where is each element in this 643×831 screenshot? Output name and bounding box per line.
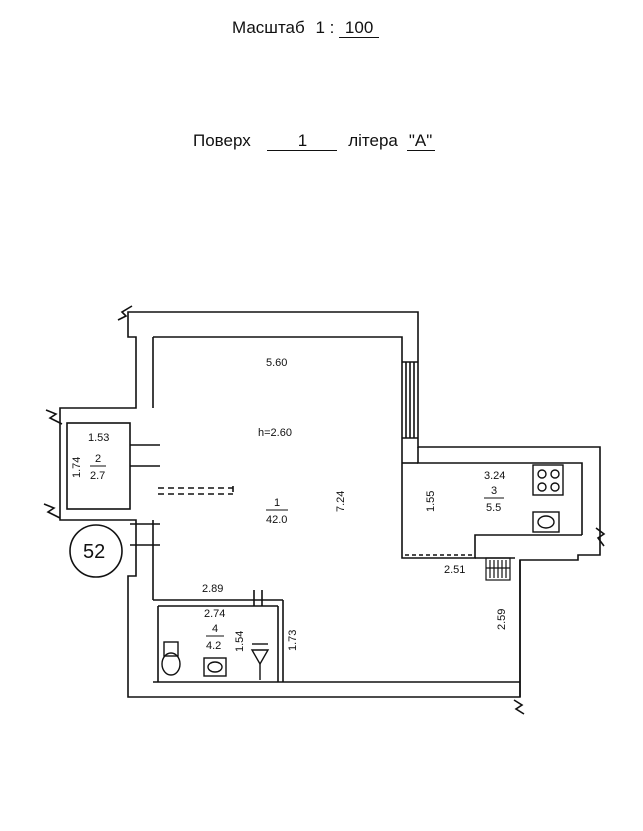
- storage-door: [130, 444, 160, 467]
- lower-width: 2.51: [444, 564, 465, 576]
- main-room-height-note: h=2.60: [258, 427, 292, 439]
- floor-label: Поверх: [193, 131, 251, 150]
- sink-icon: [532, 511, 560, 533]
- main-room-area: 42.0: [266, 514, 287, 526]
- window-right: [402, 361, 418, 439]
- kitchen-area: 5.5: [486, 502, 501, 514]
- bathroom-area: 4.2: [206, 640, 221, 652]
- main-room-wall: [153, 336, 582, 559]
- scale-value: 100: [339, 19, 380, 38]
- break-left-top: [45, 409, 63, 425]
- lower-length: 2.59: [496, 609, 508, 630]
- unit-number-circle: [69, 524, 123, 578]
- break-left-bottom: [43, 503, 61, 519]
- bathroom-length: 1.54: [234, 631, 246, 652]
- kitchen-wall: [417, 447, 583, 535]
- corridor-length: 1.73: [287, 630, 299, 651]
- bathroom-width: 2.74: [204, 608, 225, 620]
- break-top-left: [117, 305, 133, 321]
- main-room-width: 5.60: [266, 357, 287, 369]
- bathroom-number: 4: [212, 623, 218, 635]
- corridor-door-1: [130, 523, 160, 546]
- main-room-length: 7.24: [335, 491, 347, 512]
- bath-outer-width: 2.89: [202, 583, 223, 595]
- bathroom-door: [253, 590, 263, 606]
- bathroom-right-wall: [277, 600, 284, 682]
- main-room-number: 1: [274, 497, 280, 509]
- shelf-icon: [485, 557, 511, 581]
- dashed-partition: [158, 486, 234, 496]
- kitchen-number: 3: [491, 485, 497, 497]
- break-bottom-right: [513, 699, 525, 715]
- scale-prefix: 1 :: [315, 18, 335, 37]
- storage-length: 1.74: [71, 457, 83, 478]
- bath-sink-icon: [203, 657, 227, 677]
- unit-number: 52: [83, 541, 105, 563]
- storage-number: 2: [95, 453, 101, 465]
- floor-line: Поверх 1 літера "А": [193, 131, 435, 151]
- storage-area: 2.7: [90, 470, 105, 482]
- shower-icon: [250, 643, 270, 680]
- scale-label: Масштаб: [232, 18, 305, 37]
- outer-wall: [59, 311, 601, 698]
- kitchen-length: 1.55: [425, 491, 437, 512]
- toilet-icon: [161, 641, 181, 676]
- stove-icon: [532, 464, 564, 496]
- scale-line: Масштаб 1 : 100: [232, 18, 380, 38]
- letter-value: "А": [406, 132, 435, 151]
- kitchen-width: 3.24: [484, 470, 505, 482]
- storage-width: 1.53: [88, 432, 109, 444]
- letter-label: літера: [348, 131, 398, 150]
- break-right: [595, 527, 606, 547]
- floor-value: 1: [267, 132, 338, 151]
